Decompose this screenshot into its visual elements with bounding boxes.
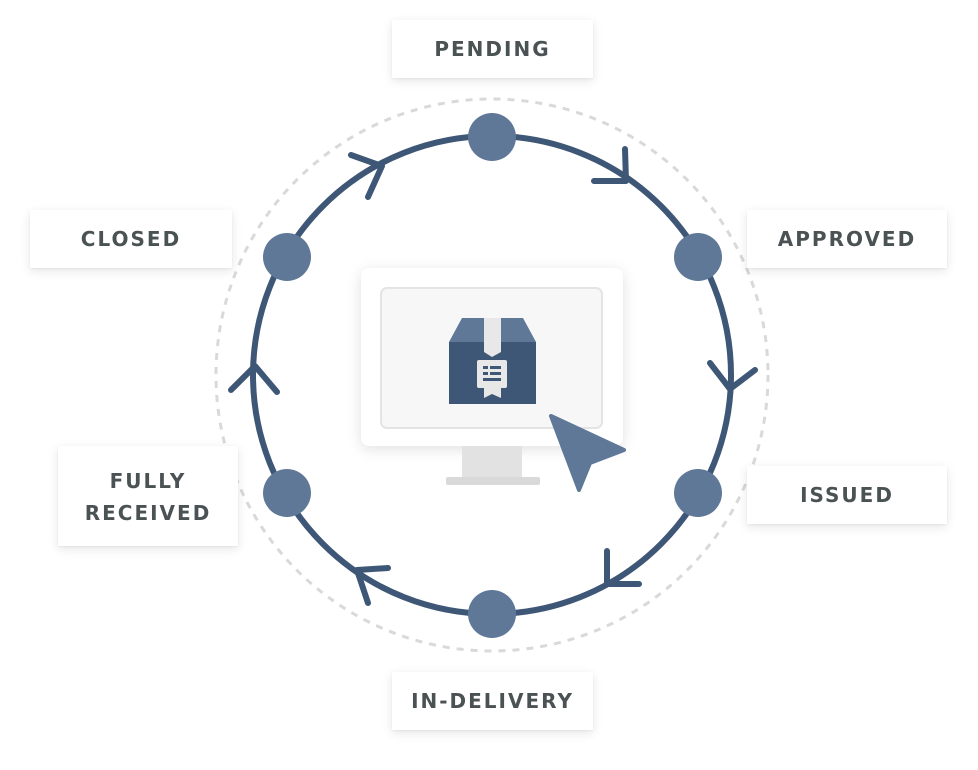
stage-node-fully-received	[263, 469, 311, 517]
cursor-arrow-icon	[549, 414, 626, 492]
direction-arrow-top-right	[591, 146, 629, 184]
dashed-outer-ring	[214, 97, 770, 653]
stage-label-closed: CLOSED	[30, 210, 232, 268]
package-box-icon	[449, 318, 536, 404]
stage-node-approved	[674, 233, 722, 281]
stage-label-issued: ISSUED	[747, 466, 947, 524]
stage-label-issued-text: ISSUED	[800, 483, 894, 507]
stage-label-pending: PENDING	[392, 20, 593, 78]
stage-label-approved: APPROVED	[747, 210, 947, 268]
stage-label-pending-text: PENDING	[434, 37, 551, 61]
direction-arrow-bottom-right	[604, 548, 642, 587]
stage-label-in-delivery: IN-DELIVERY	[392, 672, 593, 730]
stage-label-fully-received-line2: RECEIVED	[84, 501, 212, 525]
stage-label-fully-received: FULLY RECEIVED	[58, 446, 238, 546]
stage-node-issued	[674, 469, 722, 517]
stage-label-closed-text: CLOSED	[80, 227, 182, 251]
direction-arrow-top-left	[348, 152, 385, 200]
stage-node-pending	[468, 113, 516, 161]
direction-arrow-left	[228, 363, 280, 395]
stage-label-fully-received-line1: FULLY	[109, 469, 187, 493]
stage-label-approved-text: APPROVED	[777, 227, 917, 251]
stage-label-in-delivery-text: IN-DELIVERY	[411, 689, 574, 713]
stage-node-closed	[263, 233, 311, 281]
direction-arrow-bottom-left	[354, 565, 391, 606]
direction-arrow-right	[707, 360, 758, 392]
stage-node-in-delivery	[468, 590, 516, 638]
